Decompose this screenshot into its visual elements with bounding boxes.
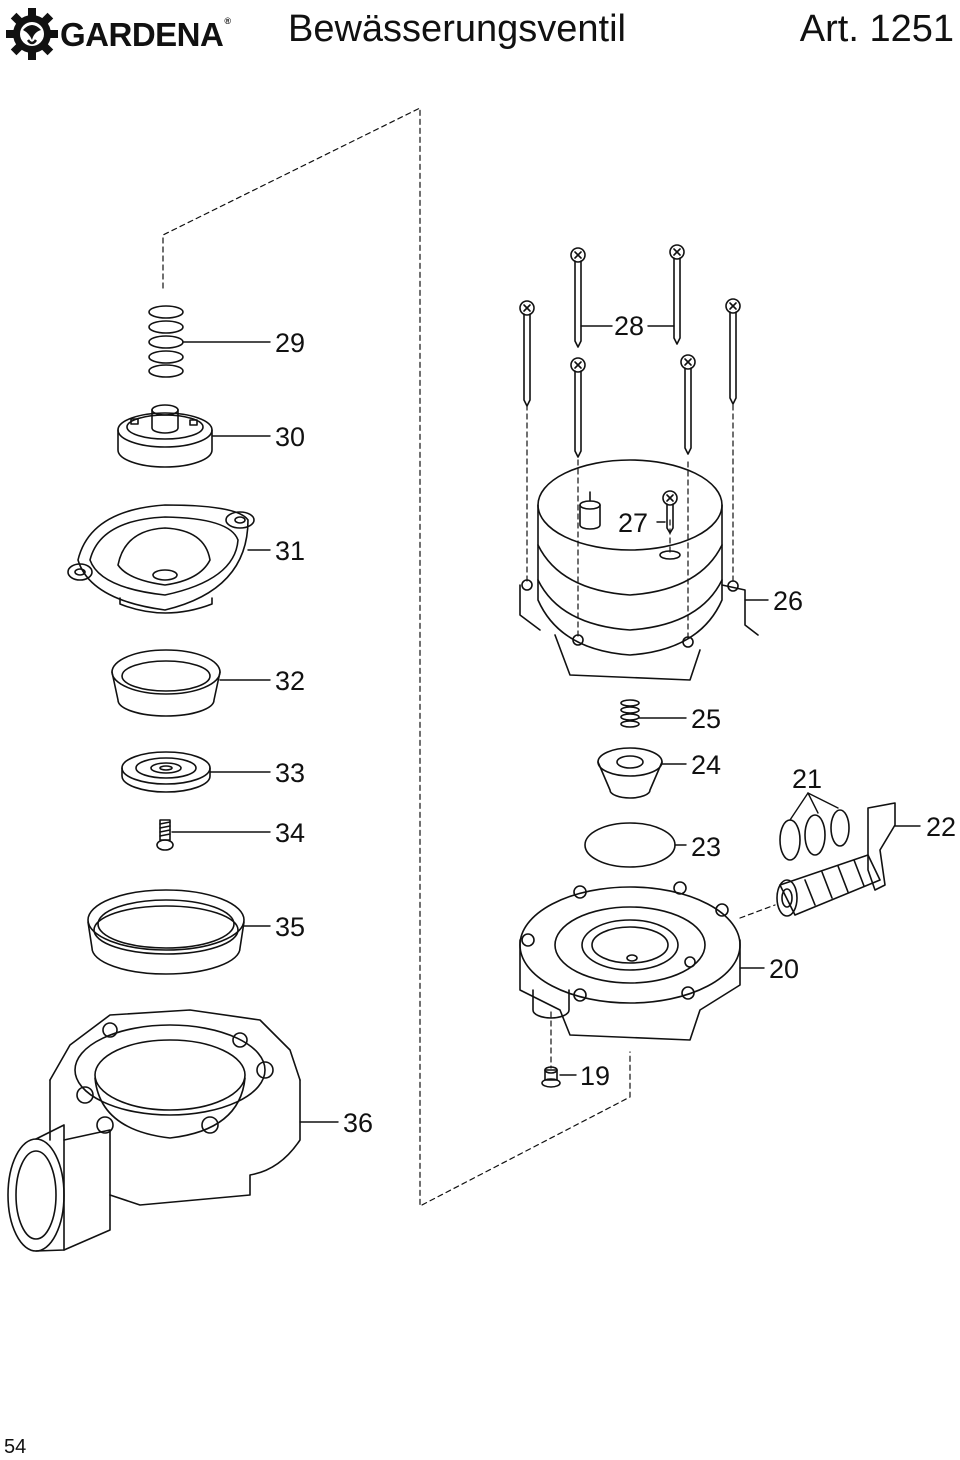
product-title: Bewässerungsventil — [288, 8, 626, 50]
part-32-ring — [111, 649, 221, 717]
part-20-cover — [519, 881, 741, 1041]
gardena-gear-icon — [6, 8, 58, 60]
part-25-spring — [620, 699, 640, 728]
part-label-21: 21 — [792, 764, 822, 794]
part-label-23: 23 — [691, 832, 721, 862]
part-22-knob — [776, 802, 896, 917]
leader-lines — [171, 325, 921, 1123]
part-28-screws — [519, 244, 741, 458]
part-labels: 29 30 31 32 33 34 35 36 28 27 26 25 24 2… — [275, 311, 956, 1138]
page-number: 54 — [4, 1436, 27, 1458]
part-label-35: 35 — [275, 912, 305, 942]
part-label-32: 32 — [275, 666, 305, 696]
part-label-25: 25 — [691, 704, 721, 734]
part-35-filter-ring — [87, 889, 245, 975]
part-23-membrane — [584, 822, 676, 868]
part-label-36: 36 — [343, 1108, 373, 1138]
part-label-26: 26 — [773, 586, 803, 616]
page-header: GARDENA® Bewässerungsventil Art. 1251 — [0, 0, 960, 60]
part-label-24: 24 — [691, 750, 721, 780]
part-21-seals — [779, 809, 850, 861]
part-label-31: 31 — [275, 536, 305, 566]
article-number: Art. 1251 — [799, 8, 954, 50]
part-label-19: 19 — [580, 1061, 610, 1091]
part-label-29: 29 — [275, 328, 305, 358]
assembly-guide-lines — [162, 107, 776, 1207]
part-label-28: 28 — [614, 311, 644, 341]
part-27-screw — [662, 490, 678, 534]
part-label-33: 33 — [275, 758, 305, 788]
part-19-bolt — [541, 1066, 561, 1088]
part-33-valve-disc — [121, 751, 211, 793]
part-24-seat — [597, 747, 663, 799]
brand-name: GARDENA® — [60, 16, 231, 53]
part-30-cap — [117, 404, 213, 468]
gardena-logo: GARDENA® — [6, 8, 231, 60]
part-label-27: 27 — [618, 508, 648, 538]
part-label-34: 34 — [275, 818, 305, 848]
part-36-valve-body — [7, 1009, 301, 1252]
part-29-spring — [148, 305, 184, 378]
part-label-20: 20 — [769, 954, 799, 984]
part-31-diaphragm — [67, 504, 255, 614]
part-26-housing — [519, 459, 759, 681]
part-label-30: 30 — [275, 422, 305, 452]
part-34-screw — [156, 819, 174, 851]
part-label-22: 22 — [926, 812, 956, 842]
